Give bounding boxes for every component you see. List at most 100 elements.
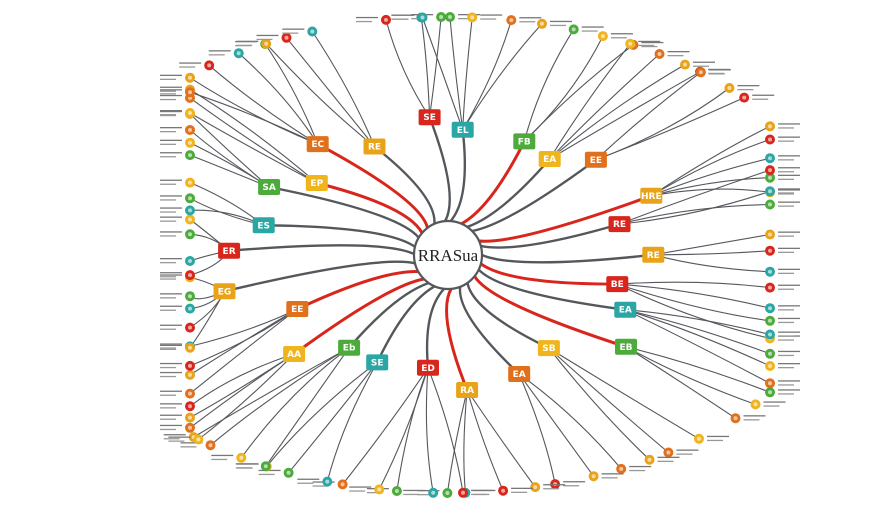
leaf-node-glyph <box>188 391 192 396</box>
primary-branch <box>262 224 417 248</box>
sub-branch <box>189 97 318 184</box>
sub-branch <box>616 283 771 339</box>
category-tag-label: RE <box>613 220 626 230</box>
sub-branch <box>624 309 771 367</box>
category-tag: ER <box>218 242 241 259</box>
leaf-node <box>160 193 195 204</box>
leaf-label-scribble <box>778 251 794 253</box>
leaf-node <box>160 177 195 188</box>
leaf-label-scribble <box>737 85 760 87</box>
category-tag: EL <box>451 121 474 138</box>
leaf-label-scribble <box>160 94 182 97</box>
sub-branch <box>466 389 536 488</box>
sub-branch <box>595 97 745 161</box>
category-tag: EA <box>508 366 531 382</box>
leaf-label-scribble <box>163 434 186 436</box>
leaf-node <box>349 484 385 495</box>
leaf-node <box>160 291 195 302</box>
sub-branch <box>549 71 701 160</box>
category-tag-label: AA <box>287 350 301 360</box>
category-tag-label: EC <box>311 140 324 150</box>
leaf-label-scribble <box>778 123 800 125</box>
leaf-label-scribble <box>471 489 493 492</box>
leaf-label-scribble <box>160 390 182 392</box>
leaf-label-scribble <box>160 394 176 396</box>
leaf-node-glyph <box>768 285 772 290</box>
leaf-label-scribble <box>778 389 800 391</box>
leaf-label-scribble <box>160 183 176 185</box>
leaf-node <box>625 38 661 49</box>
leaf-node-glyph <box>768 318 772 323</box>
leaf-node-glyph <box>501 488 506 493</box>
primary-branch <box>458 285 521 376</box>
leaf-node <box>168 434 204 445</box>
leaf-label-scribble <box>629 465 652 468</box>
leaf-node <box>160 108 195 118</box>
leaf-node <box>597 31 633 42</box>
sub-branch <box>288 361 378 474</box>
leaf-node <box>765 329 800 340</box>
leaf-label-scribble <box>752 94 775 96</box>
primary-branch <box>479 262 619 286</box>
leaf-label-scribble <box>667 51 690 53</box>
leaf-node <box>765 186 800 197</box>
leaf-node-glyph <box>768 232 772 237</box>
leaf-label-scribble <box>778 174 800 176</box>
leaf-label-scribble <box>160 297 176 299</box>
leaf-label-scribble <box>778 192 794 194</box>
leaf-node-glyph <box>461 490 465 495</box>
leaf-label-scribble <box>737 89 754 91</box>
leaf-label-scribble <box>778 171 794 173</box>
leaf-label-scribble <box>160 131 176 133</box>
leaf-node-glyph <box>619 466 624 471</box>
leaf-node-glyph <box>431 490 436 495</box>
category-tag-box <box>513 133 536 150</box>
primary-branch <box>373 145 436 225</box>
leaf-node <box>765 348 800 359</box>
leaf-label-scribble <box>258 473 275 476</box>
leaf-label-scribble <box>160 93 176 95</box>
leaf-label-scribble <box>778 363 800 365</box>
sub-branch <box>549 43 631 160</box>
sub-branch <box>650 125 771 197</box>
leaf-node <box>235 461 271 472</box>
leaf-label-scribble <box>160 211 176 213</box>
category-tag-box <box>338 339 361 356</box>
leaf-label-scribble <box>601 473 624 475</box>
primary-branch <box>449 128 467 223</box>
leaf-node <box>160 72 195 83</box>
category-tag-label: SA <box>262 183 275 193</box>
leaf-node <box>765 172 800 183</box>
leaf-label-scribble <box>208 50 231 52</box>
sub-branch <box>616 281 771 289</box>
leaf-label-scribble <box>160 110 182 112</box>
leaf-label-scribble <box>160 274 182 276</box>
leaf-label-scribble <box>160 199 176 201</box>
sub-branch <box>518 373 622 470</box>
leaf-node-glyph <box>188 306 192 311</box>
leaf-node <box>160 401 195 412</box>
leaf-label-scribble <box>160 305 182 307</box>
sub-branch <box>189 308 298 395</box>
leaf-node <box>730 413 766 424</box>
leaf-node-glyph <box>768 351 772 356</box>
sub-branch <box>285 37 376 148</box>
leaf-node-glyph <box>188 415 192 420</box>
category-tag: EP <box>305 175 328 191</box>
leaf-node <box>765 315 800 326</box>
leaf-node-glyph <box>768 381 772 386</box>
leaf-label-scribble <box>778 178 794 180</box>
leaf-node-glyph <box>188 404 192 409</box>
leaf-node-glyph <box>208 443 213 448</box>
leaf-label-scribble <box>778 309 794 311</box>
primary-branch <box>295 269 420 311</box>
category-tag-box <box>608 216 631 233</box>
leaf-node-glyph <box>768 364 772 368</box>
leaf-node-glyph <box>768 168 772 173</box>
leaf-label-scribble <box>160 152 182 154</box>
leaf-node-glyph <box>571 27 576 32</box>
category-tag-box <box>508 366 531 382</box>
leaf-label-scribble <box>160 235 176 237</box>
primary-branch <box>428 116 451 223</box>
leaf-node-glyph <box>325 479 330 484</box>
